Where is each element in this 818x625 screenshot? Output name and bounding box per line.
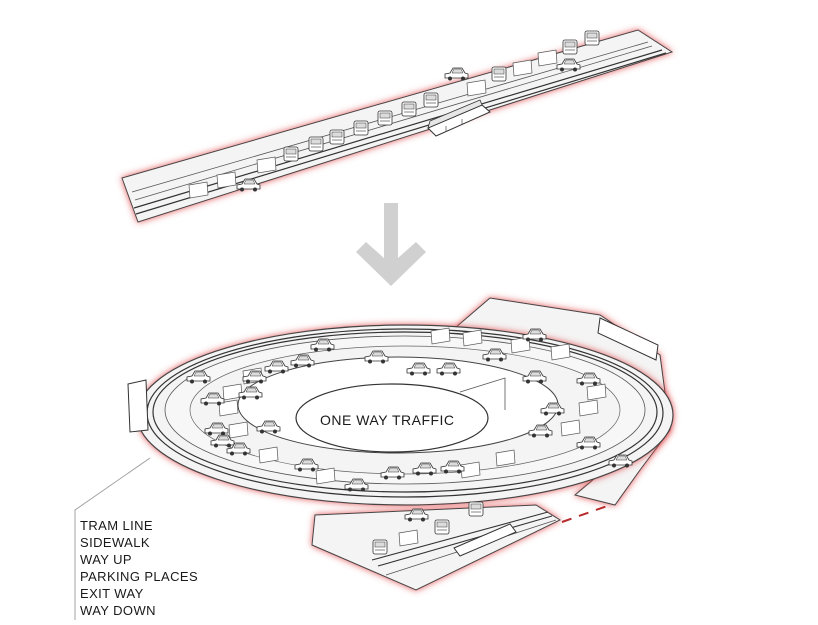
legend-list: TRAM LINE SIDEWALK WAY UP PARKING PLACES… <box>80 517 198 619</box>
street-strip-bottom <box>311 504 611 591</box>
legend-item-exit-way: EXIT WAY <box>80 586 144 601</box>
center-label: ONE WAY TRAFFIC <box>320 412 455 428</box>
down-arrow-icon <box>356 203 426 286</box>
legend-item-sidewalk: SIDEWALK <box>80 535 150 550</box>
legend-item-way-down: WAY DOWN <box>80 603 156 618</box>
tram-icon <box>127 317 659 433</box>
legend-item-tram-line: TRAM LINE <box>80 518 153 533</box>
legend-item-parking-places: PARKING PLACES <box>80 569 199 584</box>
tram-icon <box>453 523 517 557</box>
legend-item-way-up: WAY UP <box>80 552 133 567</box>
tram-icon <box>427 99 491 137</box>
legend-leader-line <box>74 457 151 620</box>
